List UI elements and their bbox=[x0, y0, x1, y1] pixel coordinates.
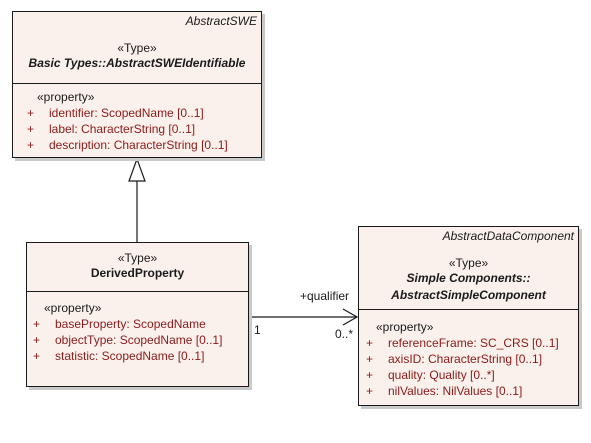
class-name: Basic Types::AbstractSWEIdentifiable bbox=[28, 56, 246, 70]
property-label: «property» bbox=[376, 320, 434, 334]
attribute-text: label: CharacterString [0..1] bbox=[49, 122, 196, 136]
class-body: «property» +baseProperty: ScopedName +ob… bbox=[27, 292, 248, 364]
attribute-row: +objectType: ScopedName [0..1] bbox=[33, 333, 223, 347]
class-header: AbstractDataComponent «Type» Simple Comp… bbox=[359, 227, 578, 310]
parent-tag: AbstractDataComponent bbox=[442, 229, 574, 243]
attribute-text: identifier: ScopedName [0..1] bbox=[49, 106, 204, 120]
class-body: «property» +referenceFrame: SC_CRS [0..1… bbox=[359, 310, 578, 399]
attribute-row: +baseProperty: ScopedName bbox=[33, 317, 206, 331]
stereotype: «Type» bbox=[117, 41, 157, 55]
attribute-row: +quality: Quality [0..*] bbox=[366, 368, 495, 382]
attribute-text: axisID: CharacterString [0..1] bbox=[388, 352, 543, 366]
attribute-row: +description: CharacterString [0..1] bbox=[27, 138, 228, 152]
attribute-text: referenceFrame: SC_CRS [0..1] bbox=[388, 336, 559, 350]
class-header: «Type» DerivedProperty bbox=[27, 243, 248, 292]
property-label: «property» bbox=[37, 90, 95, 104]
attribute-text: description: CharacterString [0..1] bbox=[49, 138, 228, 152]
attribute-row: +axisID: CharacterString [0..1] bbox=[366, 352, 543, 366]
attribute-row: +nilValues: NilValues [0..1] bbox=[366, 384, 523, 398]
association-role: +qualifier bbox=[300, 289, 350, 303]
source-multiplicity: 1 bbox=[254, 323, 261, 337]
stereotype: «Type» bbox=[448, 256, 489, 270]
class-header: AbstractSWE «Type» Basic Types::Abstract… bbox=[13, 12, 261, 84]
class-name: DerivedProperty bbox=[90, 266, 185, 280]
attribute-row: +referenceFrame: SC_CRS [0..1] bbox=[366, 336, 559, 350]
property-label: «property» bbox=[44, 301, 102, 315]
attribute-text: quality: Quality [0..*] bbox=[388, 368, 495, 382]
stereotype: «Type» bbox=[117, 251, 158, 265]
attribute-text: objectType: ScopedName [0..1] bbox=[55, 333, 223, 347]
class-abstract-swe-identifiable[interactable]: AbstractSWE «Type» Basic Types::Abstract… bbox=[12, 11, 262, 158]
attribute-text: statistic: ScopedName [0..1] bbox=[55, 349, 205, 363]
class-derived-property[interactable]: «Type» DerivedProperty «property» +baseP… bbox=[26, 242, 249, 387]
generalization-arrowhead bbox=[128, 157, 146, 182]
attribute-text: baseProperty: ScopedName bbox=[55, 317, 206, 331]
association-arrowhead bbox=[342, 308, 359, 326]
attribute-row: +identifier: ScopedName [0..1] bbox=[27, 106, 204, 120]
attribute-row: +label: CharacterString [0..1] bbox=[27, 122, 196, 136]
target-multiplicity: 0..* bbox=[335, 327, 354, 341]
parent-tag: AbstractSWE bbox=[185, 14, 257, 28]
class-body: «property» +identifier: ScopedName [0..1… bbox=[13, 84, 261, 153]
class-name-line2: AbstractSimpleComponent bbox=[391, 288, 546, 302]
attribute-text: nilValues: NilValues [0..1] bbox=[388, 384, 523, 398]
class-abstract-simple-component[interactable]: AbstractDataComponent «Type» Simple Comp… bbox=[358, 226, 579, 406]
class-name-line1: Simple Components:: bbox=[406, 271, 531, 285]
attribute-row: +statistic: ScopedName [0..1] bbox=[33, 349, 205, 363]
